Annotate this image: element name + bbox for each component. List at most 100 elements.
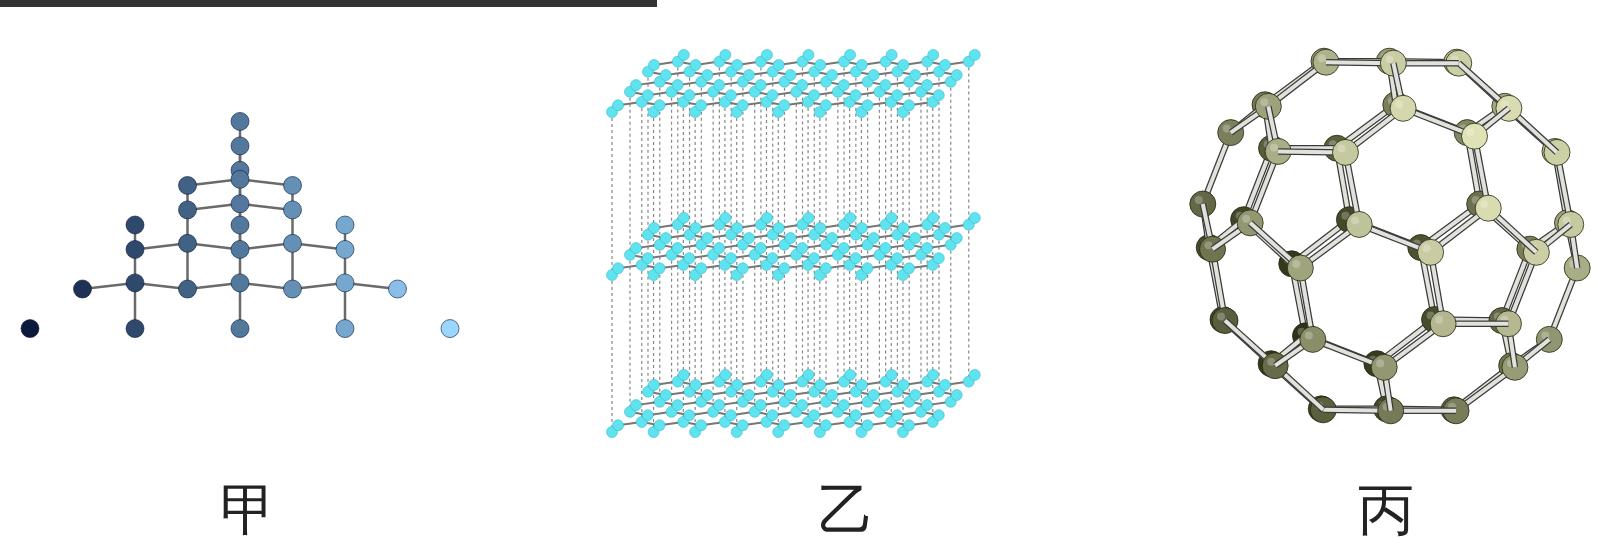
c60-atom-highlight [1337,144,1345,152]
graphite-atom [660,70,671,81]
graphite-atom [690,379,701,390]
graphite-atom [880,243,891,254]
interlayer-line [968,225,969,382]
c60-atom-highlight [1267,358,1275,366]
interlayer-line [879,92,880,255]
graphite-atom [910,390,921,401]
c60-atom-highlight [1260,98,1268,106]
graphite-atom [910,70,921,81]
interlayer-line [695,275,696,432]
diamond-atom [126,320,144,338]
graphite-atom [654,420,665,431]
diamond-atom [126,216,144,234]
interlayer-line [611,112,612,275]
graphite-atom [714,80,725,91]
graphite-atom [838,400,849,411]
interlayer-line [766,265,767,422]
c60-atom [1390,95,1416,121]
graphite-atom [939,379,950,390]
graphite-atom [755,80,766,91]
interlayer-line [713,255,714,412]
interlayer-line [766,102,767,265]
diamond-atom [336,240,354,258]
interlayer-line [671,255,672,412]
interlayer-line [671,92,672,255]
interlayer-line [819,275,820,432]
graphite-atom [654,100,665,111]
interlayer-line [837,92,838,255]
interlayer-line [902,275,903,432]
diamond-atom [441,320,459,338]
graphite-atom [660,233,671,244]
graphite-atom [845,212,856,223]
diamond-atom [231,112,249,130]
interlayer-line [861,112,862,275]
graphite-atom [678,212,689,223]
graphite-atom [714,243,725,254]
graphite-atom [933,410,944,421]
interlayer-line [653,275,654,432]
graphite-atom [696,100,707,111]
diamond-atom [179,280,197,298]
graphite-atom [886,49,897,60]
interlayer-line [920,92,921,255]
graphite-atom [838,243,849,254]
c60-atom-highlight [1305,331,1313,339]
c60-atom-highlight [1385,55,1393,63]
diamond-atom [231,195,249,213]
graphite-atom [868,390,879,401]
graphite-atom [785,390,796,401]
graphite-atom [773,222,784,233]
graphite-atom [809,90,820,101]
interlayer-line [932,102,933,265]
graphite-atom [838,80,849,91]
graphite-atom [649,222,660,233]
graphite-atom [892,253,903,264]
graphite-atom [761,212,772,223]
graphite-atom [672,80,683,91]
graphite-atom [969,212,980,223]
graphite-atom [933,253,944,264]
graphite-atom [725,410,736,421]
graphite-atom [743,70,754,81]
graphite-atom [642,90,653,101]
c60-atom-highlight [1435,316,1443,324]
graphite-atom [690,222,701,233]
diamond-atom [336,216,354,234]
interlayer-line [968,62,969,225]
graphite-atom [684,410,695,421]
graphite-atom [725,90,736,101]
graphite-atom [737,100,748,111]
interlayer-line [641,265,642,422]
graphite-atom [903,100,914,111]
graphite-atom [672,400,683,411]
figure-label: 甲 [220,482,276,538]
graphite-atom [898,379,909,390]
diamond-atom [231,170,249,188]
graphite-atom [678,369,689,380]
graphite-atom [939,222,950,233]
interlayer-line [879,255,880,412]
graphite-atom [779,100,790,111]
interlayer-line [778,112,779,275]
c60-atom-highlight [1423,244,1431,252]
graphite-atom [868,70,879,81]
graphite-atom [886,369,897,380]
c60-atom-highlight [1376,359,1384,367]
c60-atom [1418,239,1444,265]
graphite-atom [732,222,743,233]
graphite-atom [702,390,713,401]
graphite-atom [856,59,867,70]
interlayer-line [736,112,737,275]
c60-atom-highlight [1223,125,1231,133]
c60-atom [1300,326,1326,352]
graphite-atom [815,222,826,233]
graphite-atom [755,243,766,254]
graphite-atom [732,379,743,390]
graphite-atom [856,379,867,390]
interlayer-line [736,275,737,432]
c60-atom-highlight [1395,100,1403,108]
c60-atom-highlight [1205,241,1213,249]
interlayer-line [950,82,951,245]
